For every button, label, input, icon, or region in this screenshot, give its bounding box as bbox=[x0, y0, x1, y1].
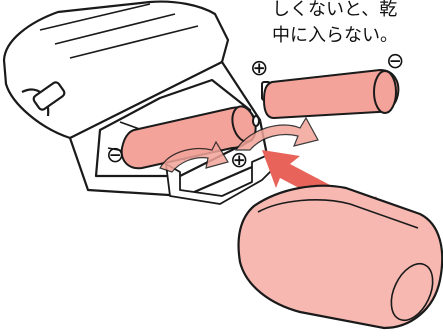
device-body bbox=[4, 2, 278, 204]
caption-line-2: 中に入らない。 bbox=[272, 23, 398, 49]
caption-line-1: しくないと、乾 bbox=[272, 0, 398, 23]
plus-symbol-top: ⊕ bbox=[250, 56, 268, 81]
battery-cover bbox=[239, 186, 443, 328]
instruction-caption: しくないと、乾 中に入らない。 bbox=[272, 0, 398, 49]
battery-loose bbox=[262, 70, 398, 118]
minus-symbol-top: ⊖ bbox=[386, 49, 404, 74]
minus-symbol-left: ⊖ bbox=[106, 143, 124, 168]
plus-symbol-bottom: ⊕ bbox=[230, 148, 248, 173]
